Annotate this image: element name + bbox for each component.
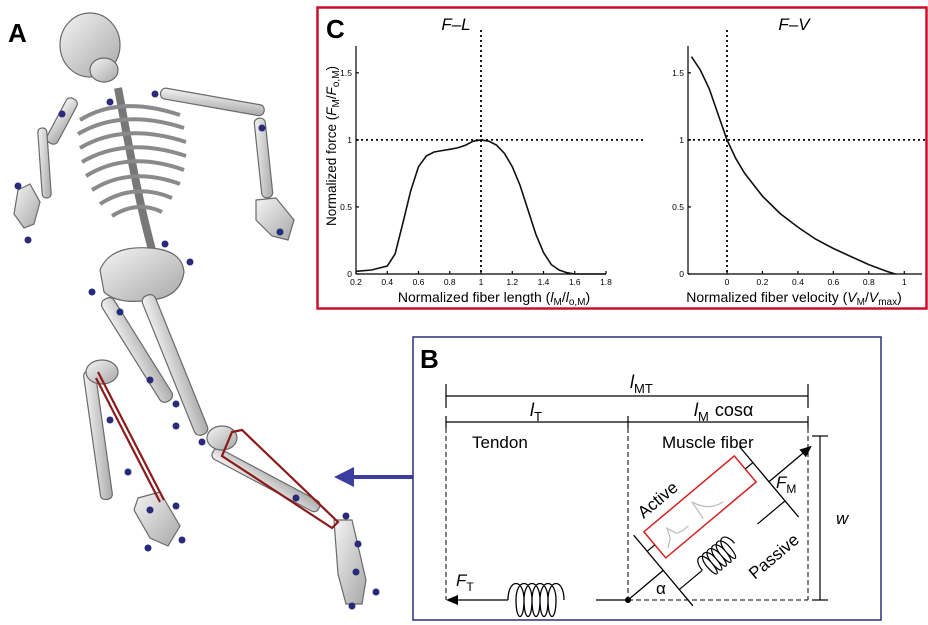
fv-y-tick-label: 0.5 [672, 202, 684, 212]
fv-y-tick-label: 0 [679, 269, 684, 279]
left-hand [13, 183, 41, 229]
fl-x-tick-label: 0.4 [381, 277, 393, 287]
fv-xlabel: Normalized fiber velocity (VM/Vmax) [686, 289, 902, 308]
right-forearm [253, 117, 274, 199]
fv-x-tick-label: 0.4 [792, 277, 804, 287]
right-knee [206, 425, 238, 451]
spine [114, 87, 156, 252]
fv-chart: F–V 0 0.2 0.4 0.6 0.8 1 0 0.5 1 1.5 Normalized fi… [672, 15, 928, 308]
w-dimension [812, 435, 828, 601]
active-fl-thumbnail [665, 525, 689, 549]
tendon-element [446, 582, 628, 618]
fv-title: F–V [778, 15, 811, 34]
skeleton-figure [13, 12, 380, 610]
dashed-guides [445, 428, 809, 601]
left-forearm [37, 127, 52, 199]
fl-series-line [355, 139, 606, 275]
fv-x-tick-label: 0.8 [863, 277, 875, 287]
ribcage [76, 104, 187, 218]
fv-series-line [690, 56, 896, 275]
fl-x-tick-label: 1.2 [506, 277, 518, 287]
fl-y-tick-label: 1 [347, 135, 352, 145]
left-femur [100, 297, 174, 403]
fv-x-tick-label: 0.6 [827, 277, 839, 287]
left-tibia [83, 369, 113, 501]
fl-x-tick-label: 1.6 [569, 277, 581, 287]
fl-x-tick-label: 0.6 [413, 277, 425, 287]
tendon-label: Tendon [472, 433, 528, 452]
panel-b-label: B [420, 344, 439, 374]
jaw [89, 57, 119, 83]
skeleton-bones [13, 12, 367, 605]
fv-y-tick-label: 1 [679, 135, 684, 145]
left-calf-muscle-line [95, 371, 165, 503]
panel-c-label: C [326, 14, 345, 44]
fl-axes [355, 46, 607, 275]
pointer-arrow [334, 467, 418, 487]
fl-x-tick-label: 1.8 [600, 277, 612, 287]
panel-a-label: A [8, 18, 27, 48]
fl-x-tick-label: 0.2 [350, 277, 362, 287]
right-calf-muscle-line [220, 428, 340, 530]
fv-x-tick-label: 1 [902, 277, 907, 287]
right-foot [333, 519, 367, 605]
left-knee [85, 359, 119, 385]
fv-tick-labels: 0 0.2 0.4 0.6 0.8 1 0 0.5 1 1.5 [672, 68, 907, 287]
lt-lm-dimension [445, 416, 809, 428]
right-hand [255, 197, 295, 241]
lmt-dimension [445, 384, 809, 408]
muscle-paths [95, 371, 340, 530]
left-foot [133, 491, 181, 547]
fl-x-tick-label: 0.8 [444, 277, 456, 287]
fl-x-tick-label: 1.4 [538, 277, 550, 287]
alpha-label: α [656, 579, 666, 598]
right-tibia [211, 447, 321, 513]
fl-x-tick-label: 1 [479, 277, 484, 287]
panel-c-frame [316, 6, 928, 310]
fl-y-tick-label: 0.5 [340, 202, 352, 212]
passive-spring [697, 536, 737, 575]
fl-tick-labels: 0.2 0.4 0.6 0.8 1 1.2 1.4 1.6 1.8 0 0.5 1 1.5 [340, 68, 612, 287]
active-fv-thumbnail [691, 501, 724, 519]
fl-title: F–L [441, 15, 470, 34]
right-femur [141, 294, 209, 436]
left-humerus [46, 97, 78, 145]
muscle-fiber-label: Muscle fiber [662, 433, 754, 452]
fl-y-tick-label: 1.5 [340, 68, 352, 78]
right-humerus [159, 87, 265, 117]
marker-dots [14, 90, 380, 610]
w-label: w [836, 509, 850, 528]
panel-b-frame [412, 336, 882, 621]
fv-x-tick-label: 0 [725, 277, 730, 287]
fl-xlabel: Normalized fiber length (lM/lo,M) [398, 289, 590, 308]
pelvis [99, 247, 185, 302]
fl-y-tick-label: 0 [347, 269, 352, 279]
fv-y-tick-label: 1.5 [672, 68, 684, 78]
fv-x-tick-label: 0.2 [757, 277, 769, 287]
